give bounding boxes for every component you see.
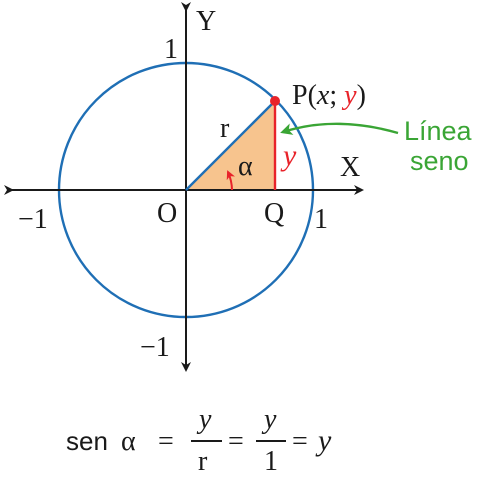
formula-num1: y	[196, 404, 212, 435]
y-axis-label: Y	[196, 6, 216, 37]
formula-eq2: =	[228, 426, 244, 457]
angle-arc	[226, 170, 235, 191]
callout-line-2: seno	[410, 146, 469, 176]
sine-formula: sen α = y r = y 1 = y	[66, 404, 332, 477]
angle-label: α	[238, 151, 253, 182]
point-p-dot	[270, 96, 280, 106]
radius-line	[185, 100, 276, 191]
formula-result: y	[315, 424, 332, 457]
sine-side-label: y	[280, 139, 297, 172]
x-tick-pos: 1	[314, 204, 328, 235]
x-axis-label: X	[340, 152, 360, 183]
x-tick-neg: −1	[18, 204, 48, 235]
formula-den1: r	[198, 446, 208, 477]
point-q-label: Q	[264, 198, 284, 229]
callout-line-1: Línea	[404, 116, 473, 146]
formula-eq1: =	[158, 426, 174, 457]
y-tick-neg: −1	[140, 332, 170, 363]
origin-label: O	[157, 198, 177, 229]
radius-label: r	[220, 113, 230, 144]
formula-sen: sen	[66, 426, 108, 456]
point-p-label: P(x; y)	[292, 80, 366, 111]
formula-alpha: α	[121, 426, 136, 457]
callout-arrow	[280, 122, 399, 135]
formula-num2: y	[261, 404, 277, 435]
y-tick-pos: 1	[164, 34, 178, 65]
formula-eq3: =	[292, 426, 308, 457]
formula-den2: 1	[264, 446, 278, 477]
